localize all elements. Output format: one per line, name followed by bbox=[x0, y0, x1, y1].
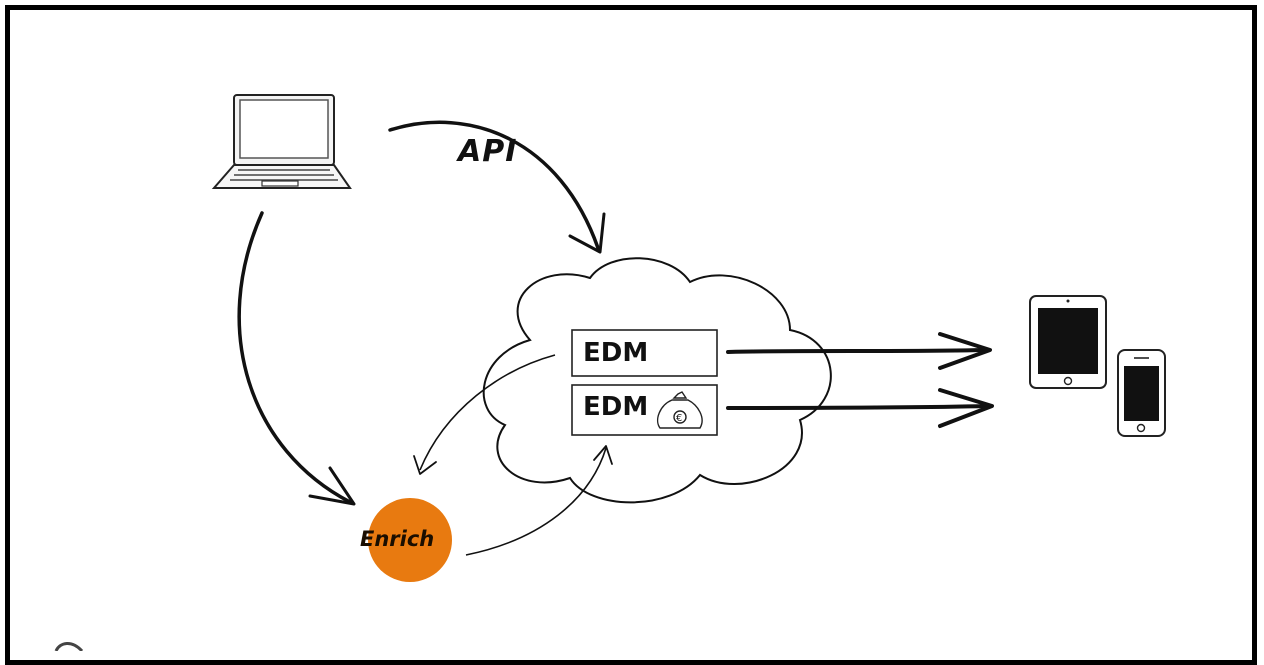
edm-to-devices-arrow-2 bbox=[726, 404, 992, 410]
tablet-icon bbox=[1029, 295, 1107, 389]
edm-to-devices-arrowhead-2 bbox=[938, 388, 994, 428]
partial-circle-icon bbox=[54, 642, 84, 651]
enrich-label: Enrich bbox=[360, 527, 435, 551]
diagram-drawing: € bbox=[54, 94, 1166, 651]
edm-to-enrich-arrow bbox=[419, 354, 556, 471]
edm-box-1-label: EDM bbox=[583, 338, 649, 368]
enrich-to-edm-arrowhead bbox=[593, 445, 613, 465]
svg-text:€: € bbox=[676, 413, 682, 424]
edm-to-devices-arrow-1 bbox=[726, 348, 987, 354]
laptop-to-enrich-arrowhead bbox=[308, 466, 356, 506]
diagram-canvas: € API EDM EDM E bbox=[5, 5, 1257, 665]
cloud-icon bbox=[482, 257, 832, 504]
enrich-to-edm-arrow bbox=[465, 447, 607, 556]
edm-to-devices-arrowhead-1 bbox=[938, 332, 992, 370]
enrich-node bbox=[368, 498, 452, 582]
api-arrowhead bbox=[568, 212, 606, 254]
api-label: API bbox=[458, 134, 518, 169]
laptop-icon bbox=[211, 94, 352, 189]
api-arrow bbox=[388, 120, 600, 250]
phone-icon bbox=[1117, 349, 1166, 437]
money-bag-euro-icon: € bbox=[656, 391, 703, 429]
edm-box-1 bbox=[571, 329, 718, 377]
edm-box-2-label: EDM bbox=[583, 392, 649, 422]
laptop-to-enrich-arrow bbox=[237, 211, 352, 504]
edm-to-enrich-arrowhead bbox=[413, 455, 437, 475]
